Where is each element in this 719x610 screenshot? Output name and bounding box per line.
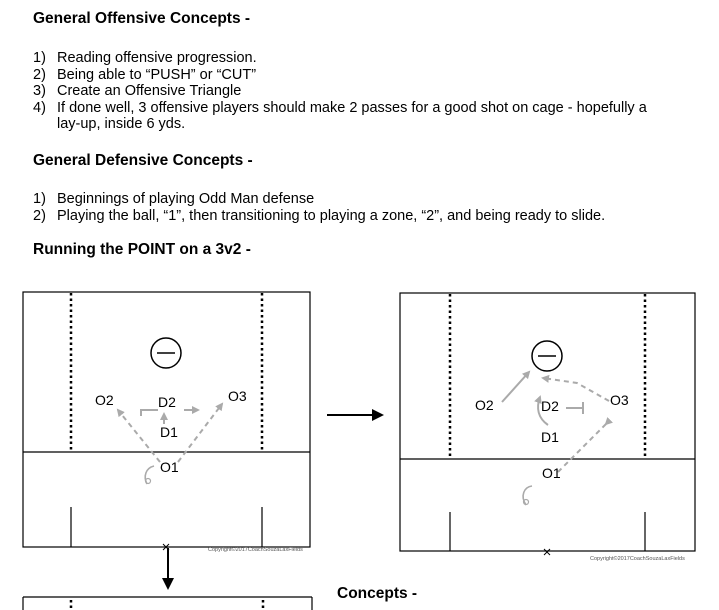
- list-text: lay-up, inside 6 yds.: [57, 116, 186, 132]
- field-boundary: [399, 292, 696, 552]
- defensive-list: 1) Beginnings of playing Odd Man defense…: [33, 191, 713, 227]
- d1-rotate-arrow: [534, 395, 549, 426]
- list-number: 2): [33, 207, 46, 224]
- stick-icon: [144, 465, 155, 485]
- list-text: Reading offensive progression.: [57, 50, 257, 66]
- drill-heading: Running the POINT on a 3v2 -: [33, 241, 251, 258]
- pass-arrow-o2-cut: [501, 370, 531, 403]
- field-3: [22, 596, 313, 610]
- offensive-list: 1) Reading offensive progression. 2) Bei…: [33, 50, 713, 134]
- player-d2: D2: [541, 398, 559, 414]
- player-d1: D1: [160, 424, 178, 440]
- player-o1: O1: [542, 465, 561, 481]
- list-number: 1): [33, 50, 46, 66]
- d2-slide-left: [140, 409, 158, 416]
- list-text: If done well, 3 offensive players should…: [57, 99, 647, 116]
- player-o2: O2: [475, 397, 494, 413]
- list-number: 4): [33, 99, 46, 116]
- copyright-text: Copyright©2017CoachSouzaLaxFields: [590, 555, 685, 562]
- field-1: O2 O3 D2 D1 O1 Copyright©2017CoachSouzaL…: [22, 291, 311, 553]
- list-text: Playing the ball, “1”, then transitionin…: [57, 207, 606, 224]
- offensive-heading: General Offensive Concepts -: [33, 10, 251, 27]
- pass-arrow-o1-o3: [557, 416, 614, 473]
- player-o3: O3: [610, 392, 629, 408]
- field-2: O2 O3 D2 D1 O1 Copyright©2017CoachSouzaL…: [399, 292, 696, 562]
- pass-arrow-o1-o2: [116, 408, 161, 463]
- player-o1: O1: [160, 459, 179, 475]
- stick-icon: [522, 485, 533, 506]
- list-text: Create an Offensive Triangle: [57, 83, 242, 99]
- pass-arrow-o1-o3: [177, 402, 224, 463]
- goal-icon: [150, 337, 182, 369]
- player-d2: D2: [158, 394, 176, 410]
- copyright-text: Copyright©2017CoachSouzaLaxFields: [208, 546, 303, 553]
- goal-icon: [531, 340, 563, 372]
- concepts-heading: Concepts -: [337, 585, 418, 602]
- list-number: 2): [33, 66, 46, 83]
- player-o3: O3: [228, 388, 247, 404]
- defensive-heading: General Defensive Concepts -: [33, 152, 253, 169]
- field-boundary: [22, 291, 311, 548]
- list-number: 1): [33, 191, 46, 207]
- list-number: 3): [33, 83, 46, 99]
- player-d1: D1: [541, 429, 559, 445]
- player-o2: O2: [95, 392, 114, 408]
- list-text: Beginnings of playing Odd Man defense: [57, 191, 315, 207]
- pass-arrow-o3-o2: [541, 374, 610, 402]
- list-text: Being able to “PUSH” or “CUT”: [57, 66, 257, 83]
